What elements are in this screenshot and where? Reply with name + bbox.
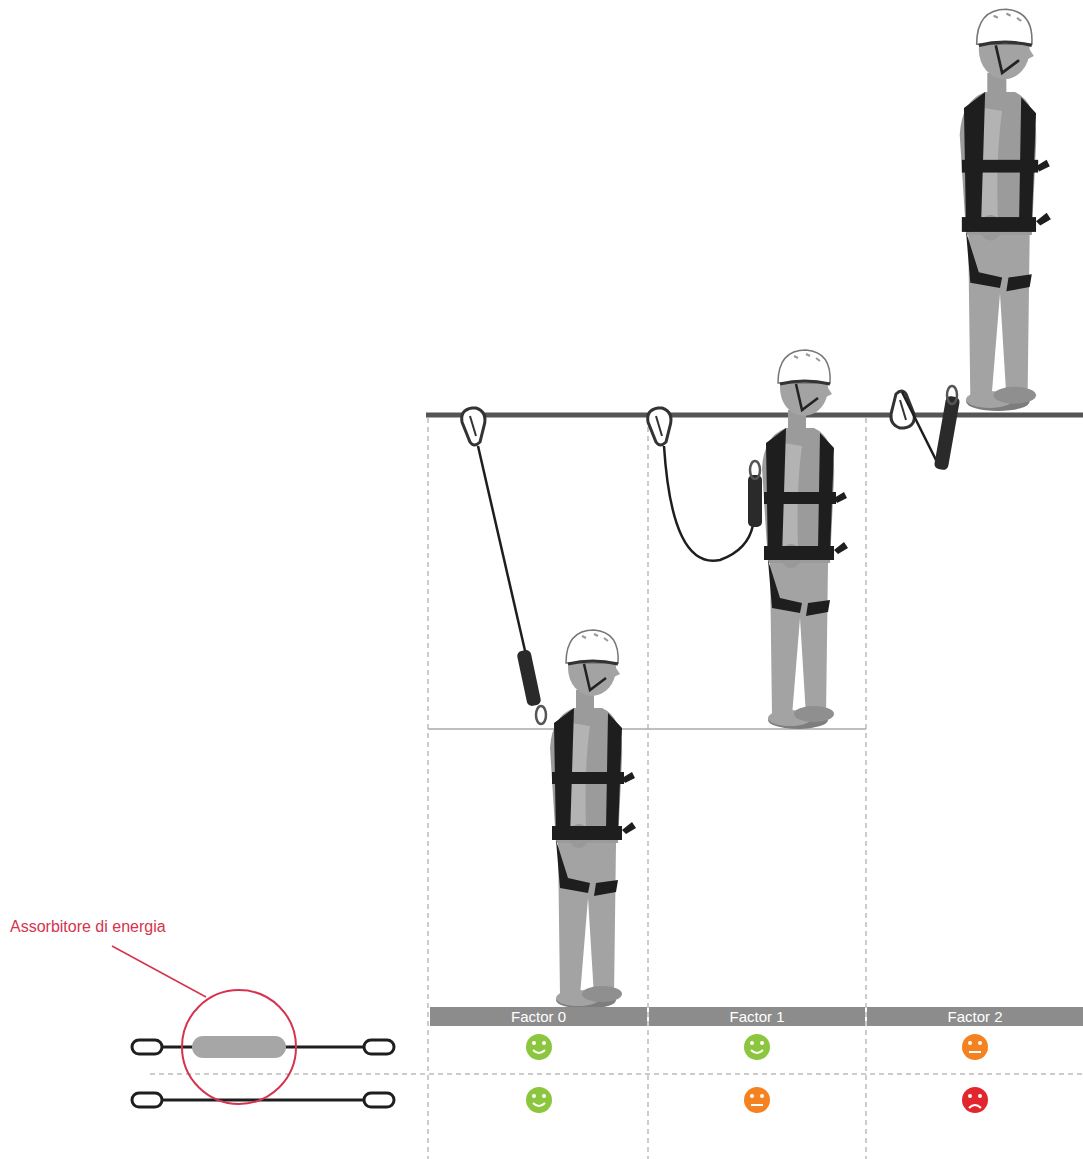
factor-label: Factor 2 bbox=[947, 1008, 1002, 1025]
factor-header-cell: Factor 2 bbox=[867, 1007, 1083, 1026]
factor-label: Factor 1 bbox=[729, 1008, 784, 1025]
factor-header-cell: Factor 0 bbox=[430, 1007, 647, 1026]
factor-header-cell: Factor 1 bbox=[649, 1007, 865, 1026]
callout-label: Assorbitore di energia bbox=[8, 918, 168, 936]
factor-label: Factor 0 bbox=[511, 1008, 566, 1025]
